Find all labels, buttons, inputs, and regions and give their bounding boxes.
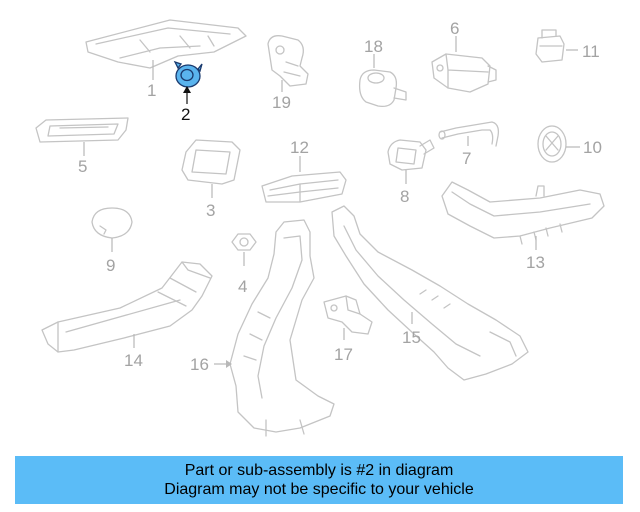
part-1-drawing xyxy=(85,19,247,80)
part-14-drawing xyxy=(41,261,213,353)
banner-line-2: Diagram may not be specific to your vehi… xyxy=(164,481,474,498)
callout-7: 7 xyxy=(462,149,471,168)
callout-2: 2 xyxy=(181,105,190,124)
part-6-drawing xyxy=(431,36,497,93)
part-10-drawing xyxy=(537,125,580,163)
callout-14: 14 xyxy=(124,351,143,370)
callout-13: 13 xyxy=(526,253,545,272)
part-8-drawing xyxy=(387,139,435,184)
callout-8: 8 xyxy=(400,187,409,206)
parts-diagram: 1 2 19 18 6 11 xyxy=(35,19,605,437)
callout-12: 12 xyxy=(290,138,309,157)
callout-1: 1 xyxy=(147,81,156,100)
part-13-drawing xyxy=(441,181,605,250)
part-11-drawing xyxy=(535,29,578,63)
part-16-drawing xyxy=(214,219,335,437)
banner-line-1: Part or sub-assembly is #2 in diagram xyxy=(184,462,454,479)
part-18-drawing xyxy=(358,54,407,108)
callout-5: 5 xyxy=(78,157,87,176)
callout-17: 17 xyxy=(334,345,353,364)
part-3-drawing xyxy=(181,139,241,198)
callout-3: 3 xyxy=(206,201,215,220)
part-9-drawing xyxy=(91,207,133,252)
callout-18: 18 xyxy=(364,37,383,56)
callout-9: 9 xyxy=(106,256,115,275)
part-7-drawing xyxy=(438,121,500,147)
callout-11: 11 xyxy=(582,42,600,61)
callout-10: 10 xyxy=(583,138,602,157)
part-2-drawing xyxy=(173,60,203,104)
callout-4: 4 xyxy=(238,277,247,296)
callout-16: 16 xyxy=(190,355,209,374)
part-4-drawing xyxy=(231,233,257,266)
part-15-drawing xyxy=(331,205,529,381)
part-5-drawing xyxy=(35,117,129,156)
callout-19: 19 xyxy=(272,93,291,112)
info-banner: Part or sub-assembly is #2 in diagram Di… xyxy=(15,456,623,504)
callout-6: 6 xyxy=(450,19,459,38)
callout-15: 15 xyxy=(402,328,421,347)
part-19-drawing xyxy=(267,35,309,92)
part-17-drawing xyxy=(323,295,373,340)
part-12-drawing xyxy=(261,156,347,203)
